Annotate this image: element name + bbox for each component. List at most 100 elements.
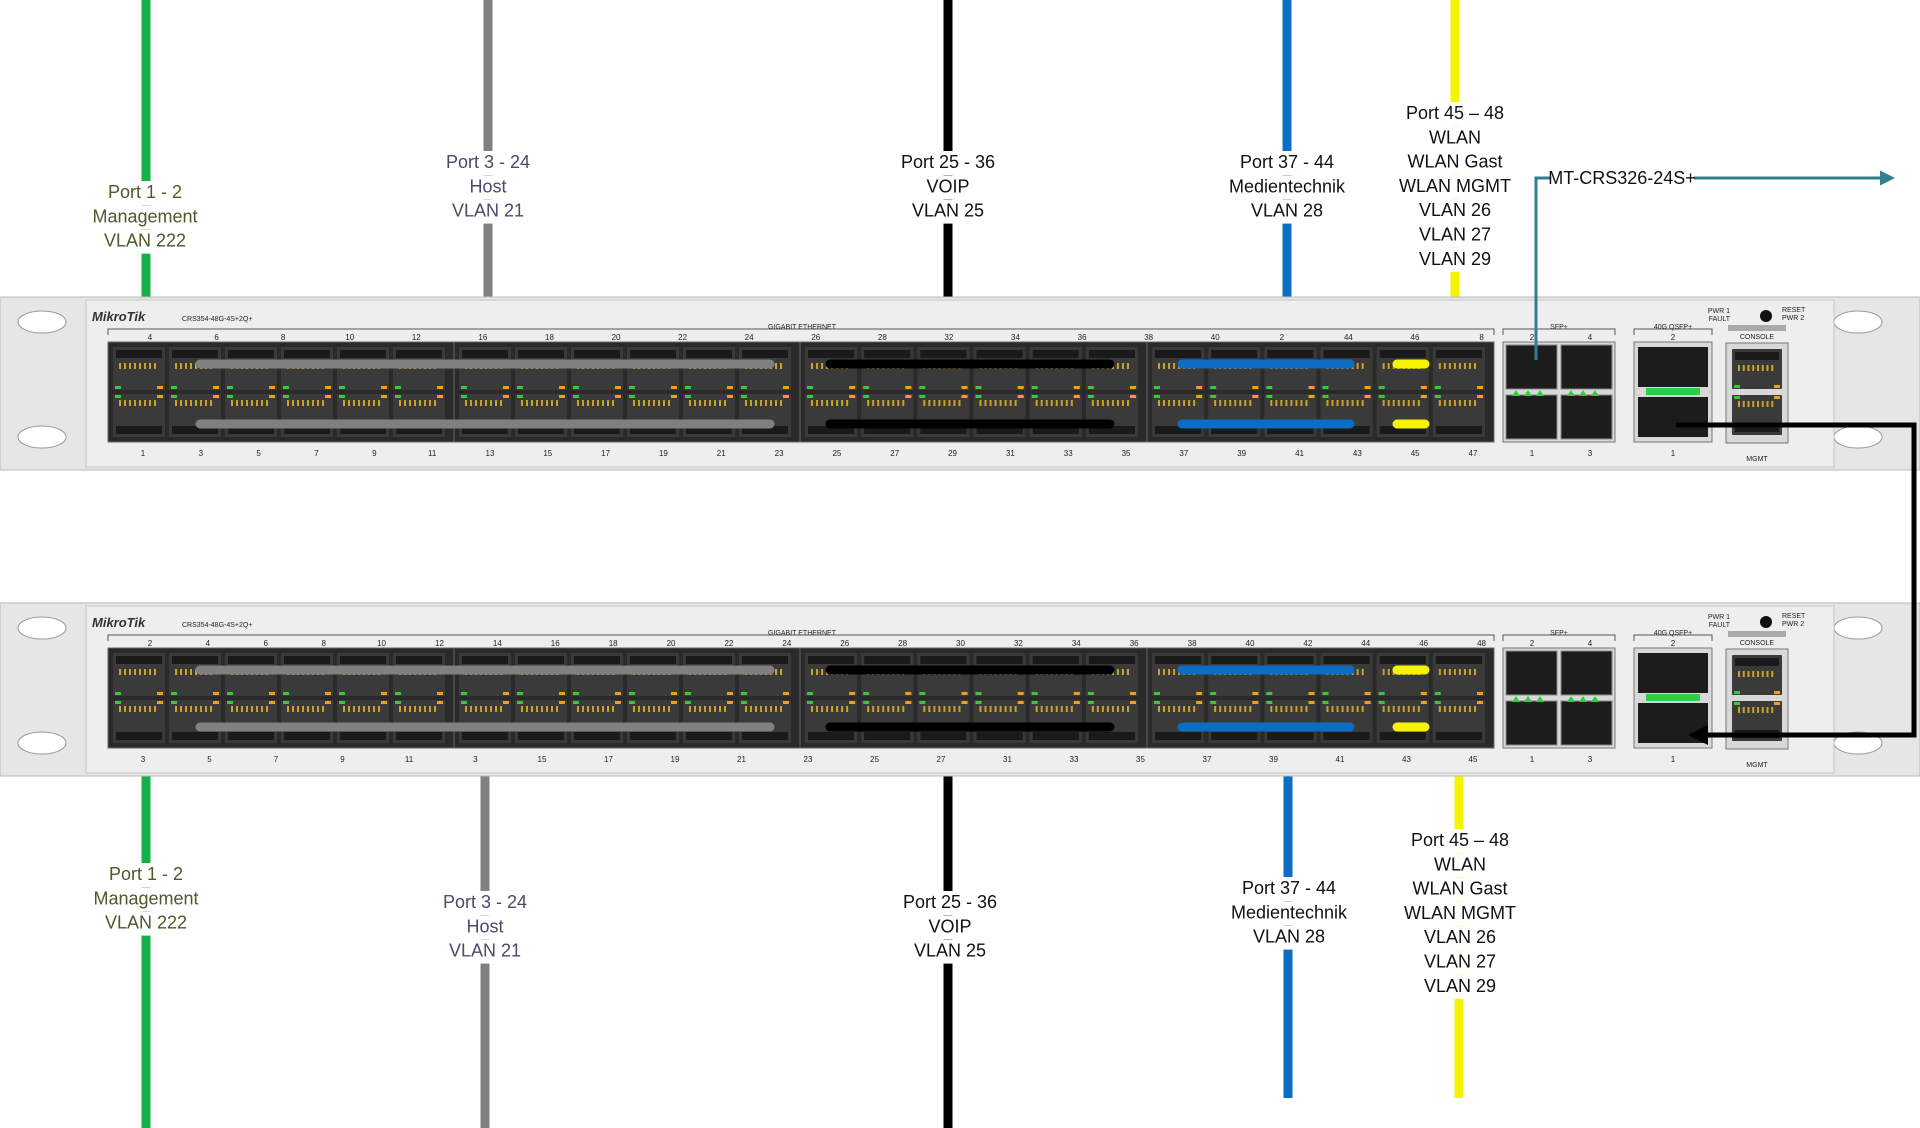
port-pin [144, 706, 146, 712]
port-pins [689, 706, 726, 712]
brand-left: Mikro [92, 309, 127, 324]
port-pin [1060, 400, 1063, 406]
port-led-amber [961, 692, 968, 695]
port-pin [1295, 400, 1298, 406]
port-led-green [461, 386, 467, 389]
port-led-amber [325, 395, 331, 398]
voip-label-line: VLAN 25 [912, 201, 984, 221]
console-label: CONSOLE [1740, 640, 1775, 647]
port-pins [1270, 400, 1308, 406]
port-pin [750, 706, 752, 712]
sfp-led [1579, 390, 1587, 396]
section-sfp: SFP+ [1550, 630, 1568, 637]
label-background [1219, 901, 1359, 926]
port-pin [180, 706, 182, 712]
port-pin [1356, 669, 1359, 675]
wlan-label-line: VLAN 27 [1424, 952, 1496, 972]
port-pin [1060, 706, 1063, 712]
port-pin [1771, 401, 1774, 407]
port-number-bottom: 3 [141, 755, 146, 764]
port-socket [116, 350, 162, 358]
port-number-bottom: 45 [1411, 449, 1420, 458]
host-label-line: Host [469, 176, 506, 196]
brand-logo: MikroTik [92, 309, 146, 324]
port-led-amber [727, 395, 733, 398]
port-number-bottom: 45 [1469, 755, 1478, 764]
port-pin [1417, 706, 1420, 712]
port-pin [699, 706, 701, 712]
port-pin [1412, 706, 1415, 712]
port-socket [116, 732, 162, 740]
port-led-amber [1017, 386, 1024, 389]
port-pin [1468, 363, 1471, 369]
wlan-label-line: VLAN 26 [1419, 200, 1491, 220]
port-led-amber [1252, 386, 1259, 389]
wlan-label-line: Port 45 – 48 [1411, 830, 1509, 850]
port-socket [1155, 350, 1202, 358]
port-pin [251, 706, 253, 712]
port-led-amber [437, 386, 443, 389]
medientechnik-label-line: VLAN 28 [1253, 927, 1325, 947]
port-led-green [1154, 692, 1160, 695]
reset-button [1760, 310, 1772, 322]
port-led-amber [849, 692, 856, 695]
port-socket [228, 656, 274, 664]
port-pin [1106, 706, 1109, 712]
port-number-top: 26 [840, 639, 849, 648]
port-pin [236, 400, 238, 406]
port-pin [709, 400, 711, 406]
port-pin [124, 706, 126, 712]
port-number-bottom: 11 [428, 449, 437, 458]
port-pin [485, 400, 487, 406]
port-led-green [339, 701, 345, 704]
port-pin [653, 400, 655, 406]
port-pin [1438, 363, 1441, 369]
port-socket [462, 656, 508, 664]
port-pin [1397, 400, 1400, 406]
port-pin [1126, 400, 1129, 406]
port-led-amber [269, 395, 275, 398]
port-pin [780, 363, 782, 369]
sfp-led [1512, 390, 1520, 396]
port-pin [144, 400, 146, 406]
port-pin [1473, 669, 1476, 675]
port-led-green [283, 692, 289, 695]
port-pins [175, 400, 212, 406]
port-led-green [919, 395, 926, 398]
port-pin [1346, 706, 1349, 712]
port-led-amber [961, 701, 968, 704]
port-pin [958, 400, 961, 406]
port-pin [1168, 706, 1171, 712]
port-pin [1757, 365, 1759, 371]
port-number-top: 6 [264, 639, 269, 648]
port-number-top: 18 [545, 333, 554, 342]
uplink-label: MT-CRS326-24S+ [1548, 168, 1696, 188]
label-background [1409, 877, 1511, 902]
port-pin [526, 706, 528, 712]
port-socket [396, 656, 442, 664]
uplink-label-background [1550, 165, 1694, 189]
sfp-led [1524, 390, 1532, 396]
sfp-led [1591, 390, 1599, 396]
port-pin [1448, 400, 1451, 406]
port-pin [1473, 363, 1476, 369]
port-pin [816, 669, 819, 675]
port-number-bottom: 13 [486, 449, 495, 458]
port-pin [1752, 671, 1755, 677]
port-pin [1458, 706, 1461, 712]
port-pin [1407, 400, 1410, 406]
port-pin [714, 400, 716, 406]
port-socket [462, 426, 508, 434]
mgmt-label: MGMT [1746, 456, 1768, 463]
port-pin [867, 706, 870, 712]
port-pin [587, 400, 589, 406]
port-pin [877, 706, 880, 712]
port-led-green [1031, 701, 1038, 704]
port-socket [1735, 424, 1779, 432]
port-pin [1463, 706, 1466, 712]
port-led-amber [437, 692, 443, 695]
port-pin [175, 400, 177, 406]
port-led-green [685, 386, 691, 389]
port-number-bottom: 7 [314, 449, 319, 458]
port-led-amber [1252, 692, 1259, 695]
